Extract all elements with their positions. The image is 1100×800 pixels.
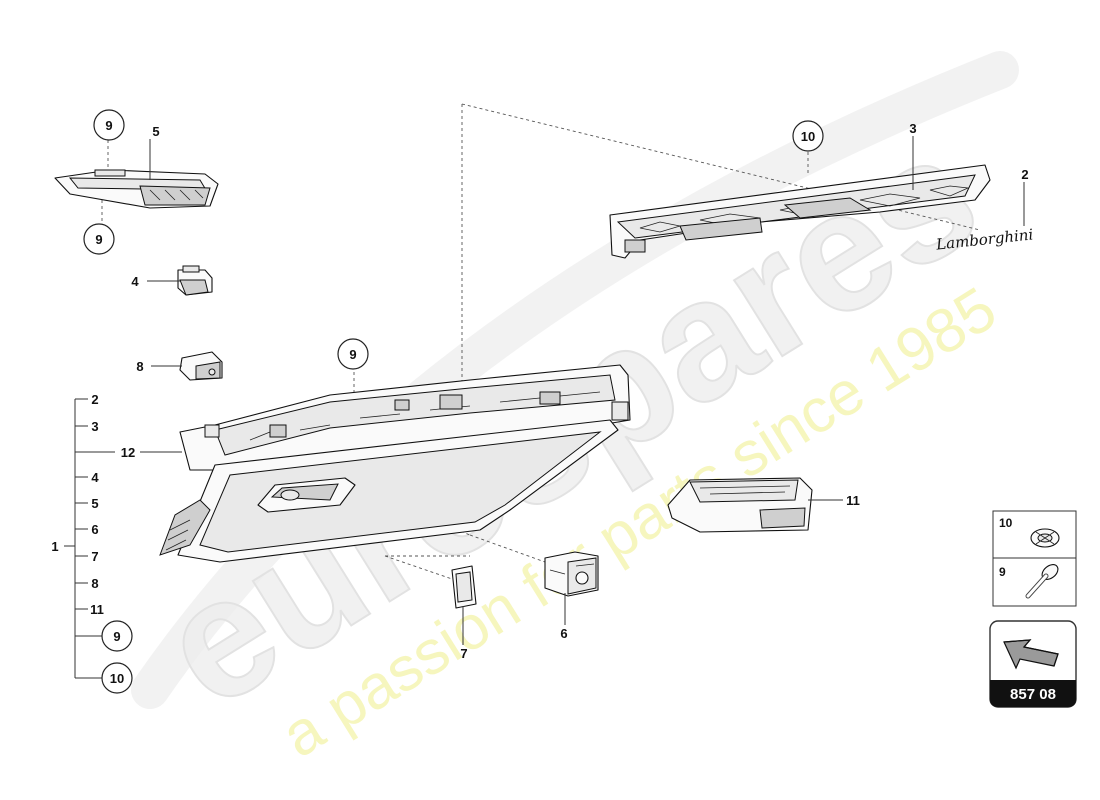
clip-nut-icon <box>1030 528 1060 548</box>
bracket-item: 7 <box>91 549 98 564</box>
screw-icon <box>1025 564 1059 599</box>
svg-text:9: 9 <box>349 347 356 362</box>
bracket-parent-1: 1 <box>51 539 58 554</box>
callout-2: 2 <box>1021 167 1028 182</box>
part-11-tray <box>667 477 813 533</box>
callout-6: 6 <box>560 626 567 641</box>
diagram-code-badge: 857 08 <box>989 620 1077 708</box>
callout-4: 4 <box>131 274 139 289</box>
legend-label-9: 9 <box>999 565 1006 579</box>
svg-text:9: 9 <box>113 629 120 644</box>
part-8-lamp <box>179 351 223 381</box>
bracket-item-circled-9: 9 <box>101 620 133 652</box>
direction-arrow-icon <box>1003 639 1059 670</box>
part-12-glovebox <box>159 364 631 563</box>
bracket-item: 8 <box>91 576 98 591</box>
callout-5: 5 <box>152 124 159 139</box>
callout-11: 11 <box>846 493 860 508</box>
bracket-item: 4 <box>91 470 99 485</box>
part-3-trim-panel <box>609 164 991 259</box>
svg-text:10: 10 <box>801 129 815 144</box>
hardware-legend: 10 9 <box>992 510 1077 607</box>
callout-9-top: 9 <box>93 109 125 141</box>
part-6-switch-module <box>544 551 599 597</box>
callout-9-center: 9 <box>337 338 369 370</box>
callouts: 9 5 9 4 8 9 12 10 3 2 11 7 6 <box>83 109 1029 661</box>
callout-8: 8 <box>136 359 143 374</box>
diagram-code: 857 08 <box>1010 686 1056 703</box>
svg-text:9: 9 <box>95 232 102 247</box>
svg-text:10: 10 <box>110 671 124 686</box>
bracket-item: 5 <box>91 496 98 511</box>
callout-3: 3 <box>909 121 916 136</box>
part-4-switch <box>177 265 213 296</box>
bracket-item: 2 <box>91 392 98 407</box>
bracket-item: 3 <box>91 419 98 434</box>
svg-text:9: 9 <box>105 118 112 133</box>
callout-7: 7 <box>460 646 467 661</box>
assembly-bracket: 1 2 3 4 5 6 7 8 11 9 10 <box>51 392 133 694</box>
bracket-item-circled-10: 10 <box>101 662 133 694</box>
part-7-cover <box>451 565 477 609</box>
watermark-swoosh <box>131 51 1019 709</box>
bracket-item: 11 <box>90 602 104 617</box>
callout-10-top: 10 <box>792 120 824 152</box>
legend-label-10: 10 <box>999 516 1013 530</box>
leader-lines <box>140 136 1025 645</box>
callout-9-bottom: 9 <box>83 223 115 255</box>
callout-12: 12 <box>121 445 135 460</box>
part-5-bracket <box>54 169 219 209</box>
bracket-item: 6 <box>91 522 98 537</box>
